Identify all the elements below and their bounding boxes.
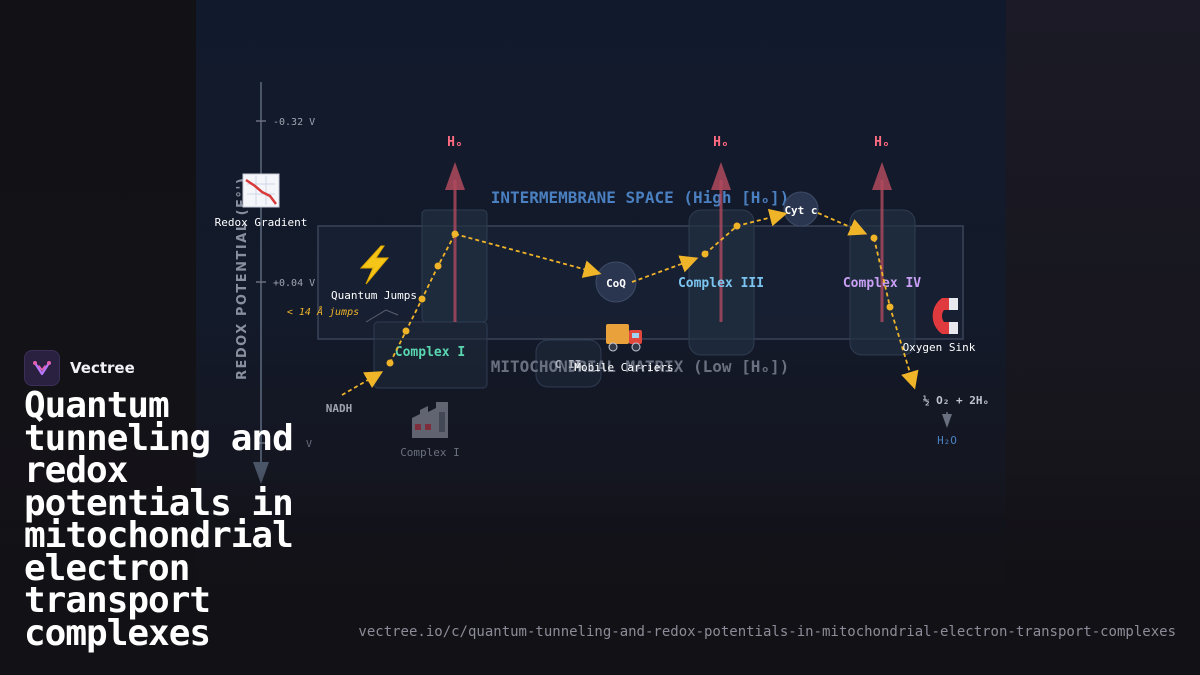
page-title: Quantum tunneling and redox potentials i…: [24, 385, 294, 654]
intermembrane-label: INTERMEMBRANE SPACE (High [Hₒ]): [491, 188, 790, 207]
proton-label-four: Hₒ: [874, 135, 890, 150]
chart-decreasing-icon: [242, 173, 280, 208]
nadh-label: NADH: [326, 402, 353, 415]
water-arrow: [942, 414, 952, 428]
proton-pump-complex-three: Hₒ: [711, 135, 731, 322]
oxygen-label: ½ O₂ + 2Hₒ: [923, 394, 989, 407]
proton-label-three: Hₒ: [713, 135, 729, 150]
axis-tick-top: -0.32 V: [273, 117, 315, 128]
oxygen-sink-label: Oxygen Sink: [903, 341, 976, 354]
proton-pump-complex-one: Hₒ: [445, 135, 465, 322]
brand-name: Vectree: [70, 359, 135, 377]
electron-nodes: [386, 222, 894, 367]
lightning-icon: [359, 245, 390, 285]
axis-tick-middle: +0.04 V: [273, 278, 315, 289]
axis-label: REDOX POTENTIAL (E°'): [235, 177, 250, 380]
truck-icon: [606, 324, 642, 352]
proton-label-one: Hₒ: [447, 135, 463, 150]
complex-two-body: [535, 339, 602, 388]
bottom-fade: [0, 470, 1200, 675]
jump-distance-label: < 14 Å jumps: [287, 305, 359, 318]
complex-three-label: Complex III: [678, 276, 764, 291]
page-url[interactable]: vectree.io/c/quantum-tunneling-and-redox…: [358, 624, 1176, 640]
mobile-carriers-label: Mobile Carriers: [574, 361, 673, 374]
complex-four-label: Complex IV: [843, 276, 921, 291]
coq-label: CoQ: [606, 277, 626, 290]
complex-one-legend-label: Complex I: [400, 446, 460, 459]
vectree-logo-icon: [24, 350, 60, 386]
quantum-jumps-label: Quantum Jumps: [331, 289, 417, 302]
complex-two-label: C II: [555, 358, 582, 371]
complex-one-arm: [373, 321, 488, 389]
redox-gradient-label: Redox Gradient: [215, 216, 308, 229]
magnet-icon: [932, 298, 958, 334]
factory-icon: [412, 402, 448, 438]
matrix-label: MITOCHONDRIAL MATRIX (Low [Hₒ]): [491, 357, 790, 376]
tunneling-wave: [365, 309, 399, 323]
axis-tick-bottom: V: [306, 439, 312, 450]
water-label: H₂O: [937, 434, 957, 447]
complex-one-label: Complex I: [395, 345, 465, 360]
coq-carrier: [595, 261, 637, 303]
cytc-label: Cyt c: [784, 204, 817, 217]
proton-pump-complex-four: Hₒ: [872, 135, 892, 322]
brand[interactable]: Vectree: [24, 350, 135, 386]
